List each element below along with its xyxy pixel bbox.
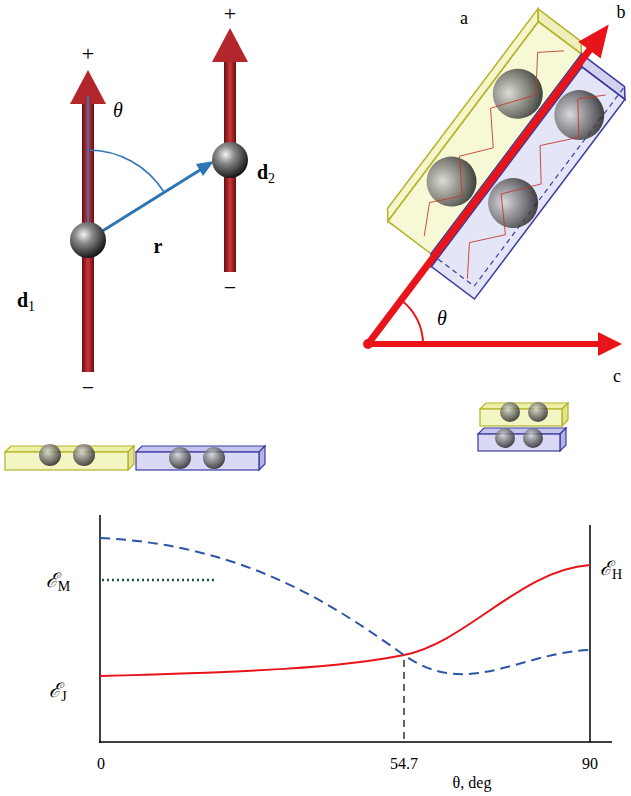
axis-title: θ, deg <box>453 775 492 791</box>
molecule-sphere <box>212 142 248 178</box>
energy-level: ℰH <box>600 558 622 578</box>
h-dimer <box>478 402 568 451</box>
x-axis <box>99 741 612 743</box>
vector-label: d1 <box>17 290 35 310</box>
energy-level: ℰM <box>46 570 70 590</box>
charge-sign: + <box>82 43 94 65</box>
charge-sign: − <box>224 277 236 299</box>
molecule-sphere <box>70 222 106 258</box>
tilted-dimer <box>315 0 631 379</box>
origin-dot <box>363 339 373 349</box>
vector-label: r <box>154 236 163 256</box>
energy-level: ℰJ <box>49 680 66 700</box>
axis-tick: 0 <box>97 756 105 772</box>
axis-head <box>598 332 622 356</box>
axis-tick: 90 <box>582 756 598 772</box>
dipole-head <box>212 28 248 62</box>
charge-sign: + <box>224 3 236 25</box>
vector-head <box>196 161 214 176</box>
angle-arc <box>88 150 164 192</box>
angle-symbol: θ <box>113 100 123 120</box>
angle-symbol: θ <box>437 308 447 328</box>
panel-letter: a <box>460 9 468 27</box>
monomer-level <box>102 579 215 582</box>
panel-letter: b <box>617 3 626 21</box>
limit-line <box>589 525 591 742</box>
axis-arrow <box>368 341 600 347</box>
j-dimer <box>5 444 265 470</box>
axis-tick: 54.7 <box>390 756 418 772</box>
y-axis <box>99 515 101 743</box>
panel-letter: c <box>613 367 621 385</box>
upper-energy-curve <box>100 538 590 674</box>
charge-sign: − <box>82 377 94 399</box>
angle-arc <box>401 300 423 344</box>
lower-energy-curve <box>100 565 590 676</box>
vector-label: d2 <box>257 162 275 182</box>
crossing-line <box>403 660 404 742</box>
separation-vector <box>88 170 200 240</box>
angle-guide <box>87 96 89 240</box>
